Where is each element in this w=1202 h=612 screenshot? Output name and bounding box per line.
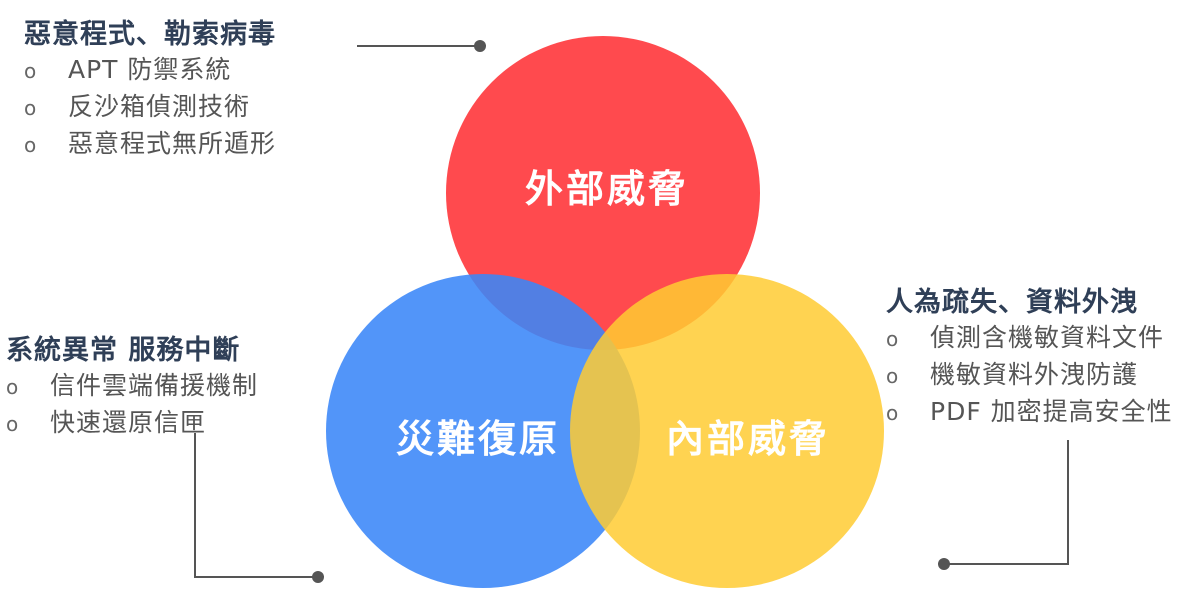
bullet-icon: o	[6, 412, 20, 436]
circle-external	[446, 36, 760, 350]
circle-internal	[570, 274, 884, 588]
bullet-icon: o	[886, 364, 900, 388]
connector-external	[357, 40, 486, 52]
bullet-icon: o	[24, 96, 38, 120]
bullet-icon: o	[886, 401, 900, 425]
circle-disaster	[326, 274, 640, 588]
group-title-external: 惡意程式、勒索病毒	[24, 19, 276, 50]
circle-label-external: 外部威脅	[525, 167, 689, 211]
circle-label-disaster: 災難復原	[396, 417, 560, 461]
bullet-icon: o	[886, 327, 900, 351]
connector-disaster	[194, 433, 324, 583]
bullet-icon: o	[6, 375, 20, 399]
circle-label-internal: 內部威脅	[666, 417, 830, 461]
group-title-internal: 人為疏失、資料外洩	[886, 287, 1138, 318]
group-title-disaster: 系統異常 服務中斷	[6, 335, 241, 366]
bullet-icon: o	[24, 133, 38, 157]
bullet-icon: o	[24, 59, 38, 83]
connector-internal	[938, 440, 1069, 570]
